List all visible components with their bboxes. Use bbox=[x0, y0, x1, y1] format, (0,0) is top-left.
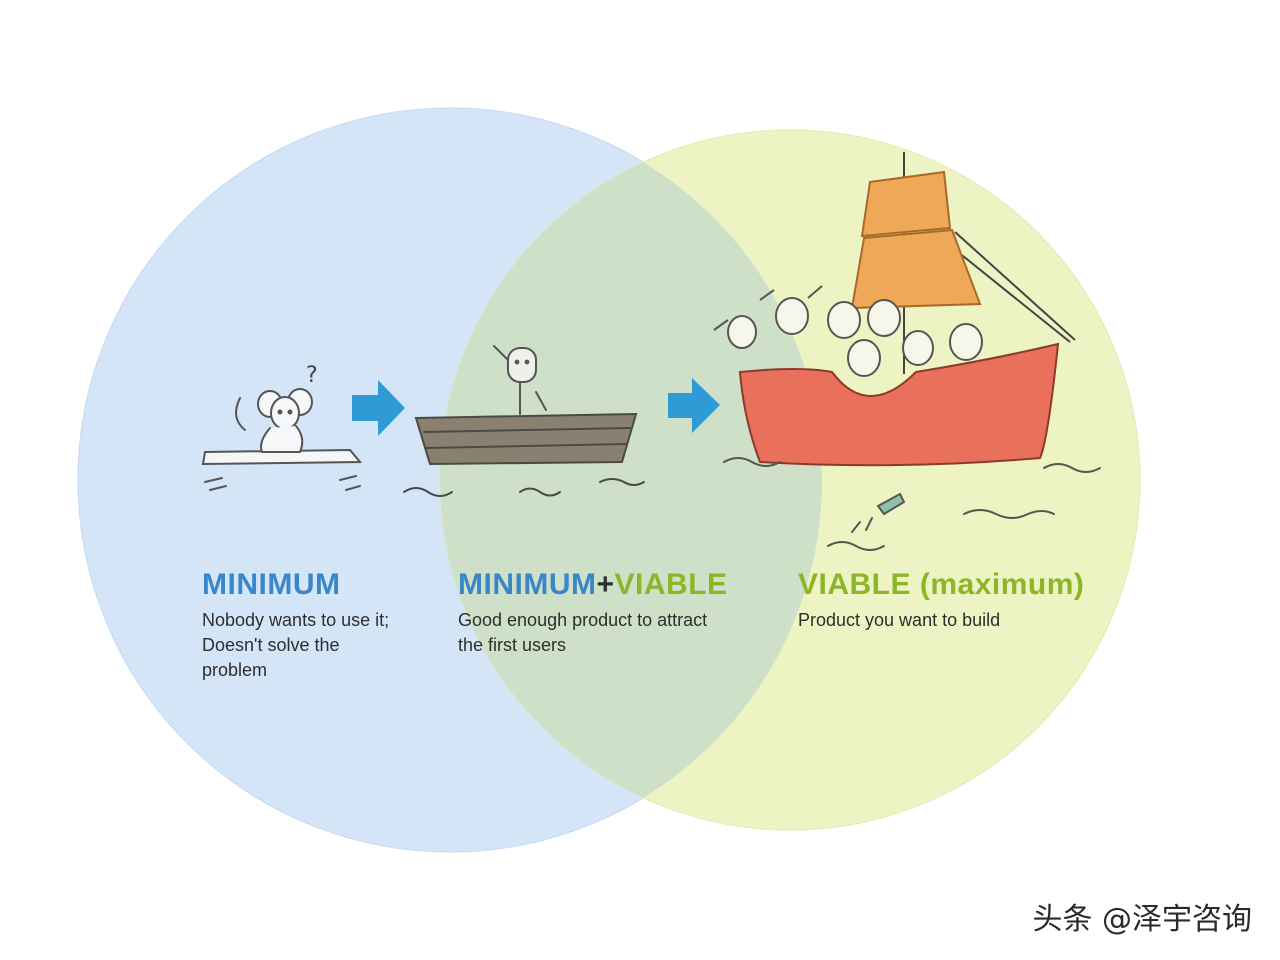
minimum-title: MINIMUM bbox=[202, 568, 341, 601]
minimum-viable-title-part2: VIABLE bbox=[614, 568, 728, 601]
sea-waves bbox=[723, 457, 1101, 551]
arrow-right-icon bbox=[352, 380, 405, 436]
sail-icon bbox=[850, 170, 982, 310]
overlap-region bbox=[440, 130, 822, 830]
minimum-viable-description-line: the first users bbox=[458, 635, 567, 655]
minimum-description-line: Doesn't solve the bbox=[202, 635, 340, 655]
crowd-icon bbox=[713, 285, 983, 377]
falling-person-icon bbox=[851, 492, 906, 533]
plus-sign: + bbox=[596, 568, 615, 601]
watermark: 头条 @泽宇咨询 bbox=[1032, 902, 1252, 937]
minimum-viable-title: MINIMUM+VIABLE bbox=[458, 568, 728, 602]
viable-title: VIABLE (maximum) bbox=[798, 568, 1085, 601]
question-mark: ? bbox=[306, 363, 318, 388]
waving-person-icon bbox=[493, 345, 547, 415]
viable-description: Product you want to build bbox=[798, 608, 1098, 633]
minimum-viable-description-line: Good enough product to attract bbox=[458, 610, 708, 630]
mouse-icon bbox=[257, 388, 313, 453]
raft-illustration bbox=[201, 397, 363, 491]
minimum-viable-description: Good enough product to attract the first… bbox=[458, 608, 758, 658]
minimum-description-line: Nobody wants to use it; bbox=[202, 610, 390, 630]
arrow-right-icon bbox=[668, 378, 720, 433]
minimum-description-line: problem bbox=[202, 660, 268, 680]
minimum-description: Nobody wants to use it; Doesn't solve th… bbox=[202, 608, 442, 683]
minimum-viable-title-part1: MINIMUM bbox=[458, 568, 597, 601]
viable-description-line: Product you want to build bbox=[798, 610, 1001, 630]
rowboat-illustration bbox=[403, 412, 645, 497]
